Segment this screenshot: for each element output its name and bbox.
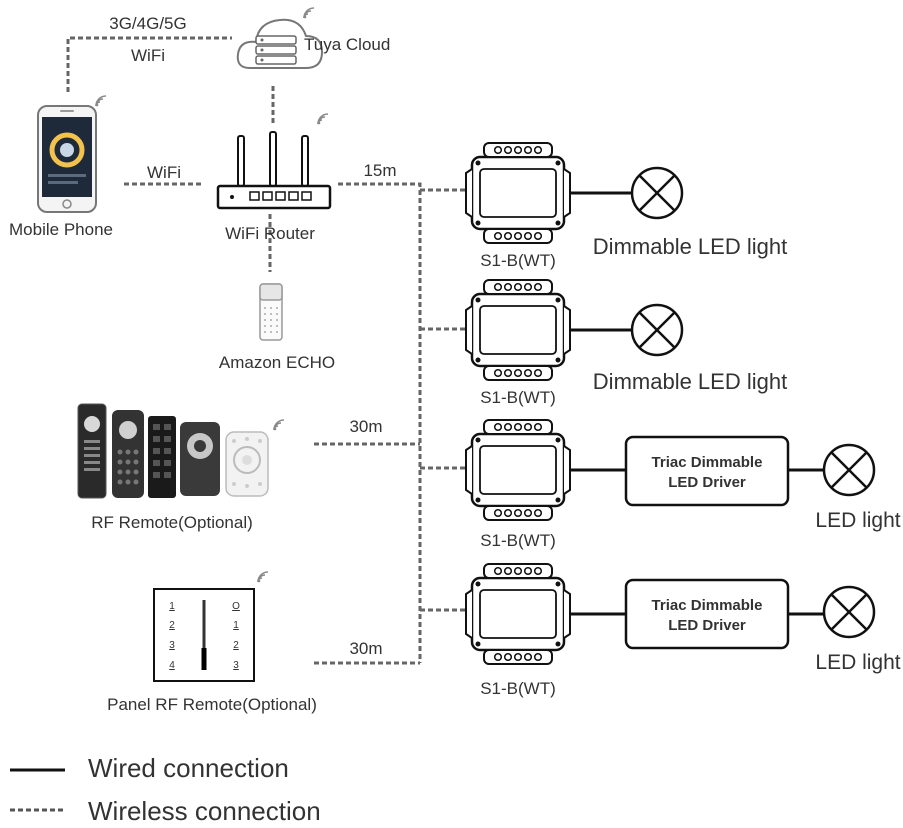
panel-key-left-2: 2 <box>169 620 175 631</box>
cellular-label: 3G/4G/5G <box>109 14 186 33</box>
mobile-label: Mobile Phone <box>9 220 113 239</box>
driver-4-box <box>624 578 790 650</box>
controller-2-label: S1-B(WT) <box>480 388 556 407</box>
panel-remote-icon <box>153 571 269 682</box>
router-label: WiFi Router <box>225 224 315 243</box>
wifi-mid-label: WiFi <box>147 163 181 182</box>
panel-key-left-3: 3 <box>169 640 175 651</box>
legend: Wired connection Wireless connection <box>10 753 321 826</box>
lamp-1-icon <box>630 166 684 220</box>
distance-rf-label: 30m <box>349 417 382 436</box>
lamp-3-icon <box>822 443 876 497</box>
panel-key-right-4: 3 <box>233 660 239 671</box>
driver-3-box <box>624 435 790 507</box>
echo-label: Amazon ECHO <box>219 353 335 372</box>
distance-panel-label: 30m <box>349 639 382 658</box>
rf-remote-label: RF Remote(Optional) <box>91 513 253 532</box>
amazon-echo-icon <box>259 283 283 341</box>
load-3-label: LED light <box>815 509 900 532</box>
controller-3-label: S1-B(WT) <box>480 531 556 550</box>
controller-4-icon <box>464 562 572 666</box>
cloud-label: Tuya Cloud <box>304 35 390 54</box>
driver-3-line-1: Triac Dimmable <box>652 454 763 471</box>
output-row-1: S1-B(WT) Dimmable LED light <box>464 141 787 270</box>
driver-4-line-2: LED Driver <box>668 617 746 634</box>
driver-3-line-2: LED Driver <box>668 474 746 491</box>
load-2-label: Dimmable LED light <box>593 369 787 394</box>
panel-key-right-2: 1 <box>233 620 239 631</box>
legend-wired-label: Wired connection <box>88 753 289 783</box>
driver-4-line-1: Triac Dimmable <box>652 597 763 614</box>
panel-remote-label: Panel RF Remote(Optional) <box>107 695 317 714</box>
panel-key-right-3: 2 <box>233 640 239 651</box>
controller-4-label: S1-B(WT) <box>480 679 556 698</box>
load-1-label: Dimmable LED light <box>593 234 787 259</box>
rf-remotes-icon <box>77 403 285 499</box>
panel-key-left-1: 1 <box>169 601 175 612</box>
output-row-2: S1-B(WT) Dimmable LED light <box>464 278 787 407</box>
wireless-links <box>66 36 470 665</box>
controller-2-icon <box>464 278 572 382</box>
controller-1-icon <box>464 141 572 245</box>
output-row-3: S1-B(WT) Triac Dimmable LED Driver LED l… <box>464 418 901 550</box>
wifi-top-label: WiFi <box>131 46 165 65</box>
lamp-4-icon <box>822 585 876 639</box>
panel-key-left-4: 4 <box>169 660 175 671</box>
lamp-2-icon <box>630 303 684 357</box>
output-row-4: S1-B(WT) Triac Dimmable LED Driver LED l… <box>464 562 901 698</box>
phone-cloud-link <box>66 36 232 92</box>
router-bus-link <box>338 182 422 663</box>
controller-3-icon <box>464 418 572 522</box>
controller-1-label: S1-B(WT) <box>480 251 556 270</box>
mobile-phone-icon <box>37 95 107 213</box>
panel-remote-keys: 1 2 3 4 O 1 2 3 <box>169 601 240 671</box>
load-4-label: LED light <box>815 651 900 674</box>
panel-key-right-1: O <box>232 601 240 612</box>
cloud-icon <box>236 7 324 69</box>
wifi-router-icon <box>216 113 332 210</box>
distance-router-label: 15m <box>363 161 396 180</box>
legend-wireless-label: Wireless connection <box>88 796 321 826</box>
